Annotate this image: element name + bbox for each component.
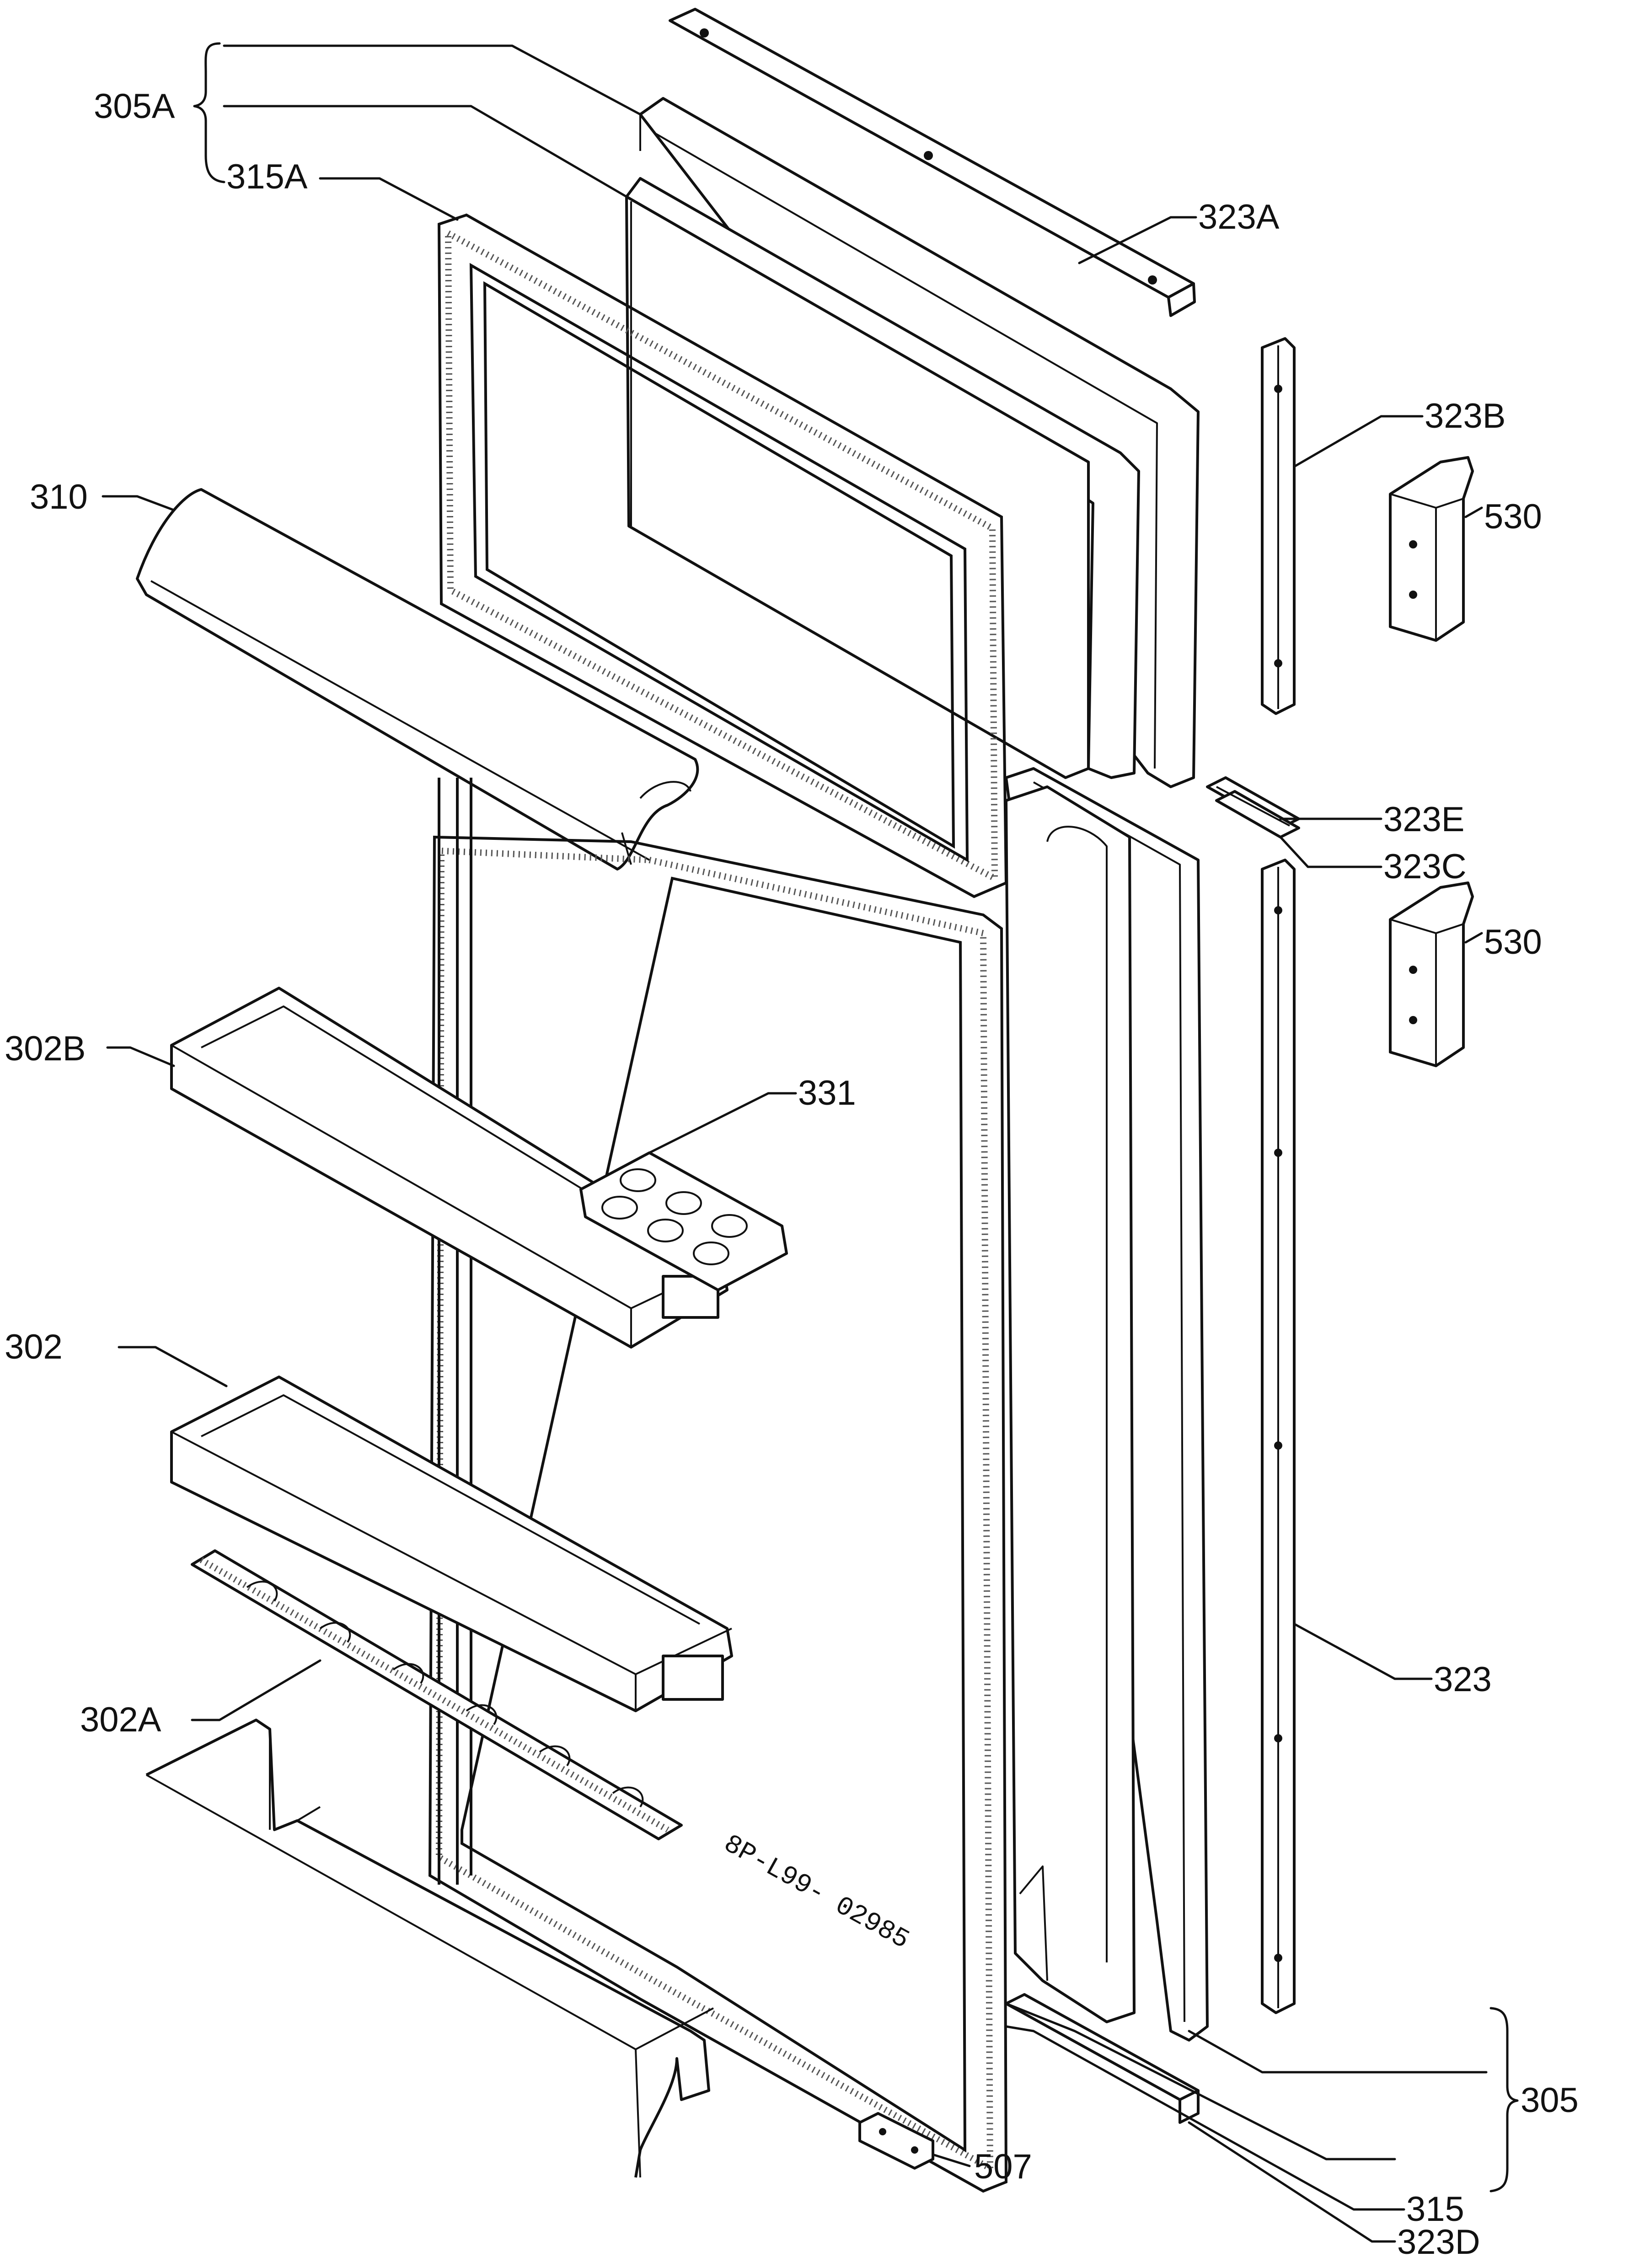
label-315a: 315A <box>226 157 308 196</box>
part-530-hinge-cover-top <box>1389 456 1474 642</box>
part-323-long-strip <box>1261 859 1296 2014</box>
part-530-hinge-cover-mid <box>1389 881 1474 1067</box>
label-323c: 323C <box>1383 847 1467 886</box>
part-305-fridge-door <box>1005 767 1209 2042</box>
part-323b-bracket <box>1261 337 1296 715</box>
part-bottom-bin <box>145 1719 714 2178</box>
label-530-top: 530 <box>1484 497 1542 536</box>
part-310-handle <box>136 488 699 871</box>
label-302b: 302B <box>5 1029 86 1068</box>
label-323a: 323A <box>1198 198 1280 236</box>
label-323b: 323B <box>1425 397 1506 435</box>
leader-lines <box>102 42 1519 2243</box>
label-315: 315 <box>1406 2190 1464 2229</box>
part-302a-bottle-rail <box>191 1549 683 1840</box>
part-302-shelf <box>170 1376 733 1712</box>
label-331: 331 <box>798 1074 856 1113</box>
label-305: 305 <box>1521 2081 1579 2120</box>
label-323e: 323E <box>1383 800 1465 839</box>
label-323d: 323D <box>1397 2223 1480 2262</box>
part-323e-323c-plates <box>1206 776 1300 838</box>
door-marking: 8P-L99- 02985 <box>718 1829 914 1956</box>
label-302: 302 <box>5 1327 63 1366</box>
label-302a: 302A <box>80 1700 161 1739</box>
label-530-mid: 530 <box>1484 923 1542 962</box>
label-310: 310 <box>30 478 88 516</box>
part-302b-shelf <box>170 987 729 1349</box>
label-507: 507 <box>974 2147 1032 2186</box>
part-labels: 305A 315A 323A 323B 530 310 323E 323C 53… <box>5 87 1579 2262</box>
part-323a-top-strip <box>669 8 1196 317</box>
label-305a: 305A <box>94 87 175 126</box>
part-507-clip <box>858 2112 934 2170</box>
label-323: 323 <box>1434 1660 1492 1699</box>
